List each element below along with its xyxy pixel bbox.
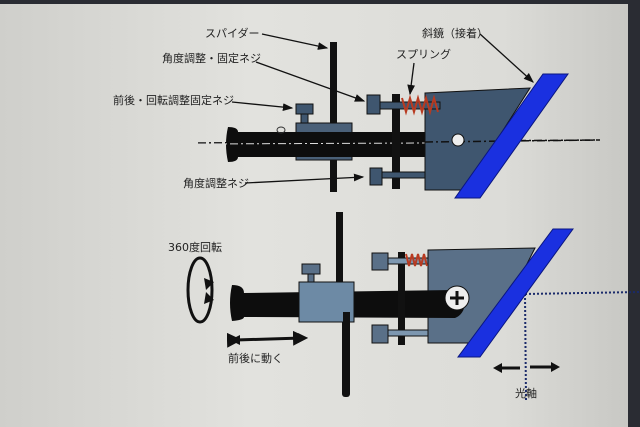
angle-fix-screw-head	[366, 94, 381, 115]
label-angle-fix-screw: 角度調整・固定ネジ	[162, 51, 261, 65]
spider-vane	[330, 42, 337, 192]
label-rotate-360: 360度回転	[168, 240, 222, 254]
label-move-front-back: 前後に動く	[228, 351, 283, 365]
spring-coil	[401, 94, 439, 116]
angle-screw-head	[369, 167, 383, 186]
pivot-circle	[451, 133, 465, 147]
screen-background	[0, 4, 628, 427]
optical-axis-v	[524, 293, 527, 401]
rotation-ellipse-icon	[186, 256, 214, 324]
spring-coil-2	[405, 253, 428, 267]
spider-vane-lower	[342, 312, 350, 397]
label-front-rot-screw: 前後・回転調整固定ネジ	[113, 93, 234, 107]
focuser-rod	[226, 127, 425, 162]
label-spring: スプリング	[396, 47, 451, 61]
adjust-plate	[392, 94, 400, 189]
label-optical-axis: 光軸	[515, 386, 537, 400]
bottom-rotated-view: 360度回転 前後に動く 光軸	[168, 212, 640, 401]
diagonal-mirror	[454, 73, 569, 199]
front-rot-screw-head-2	[301, 263, 321, 275]
front-back-arrow-icon	[226, 330, 308, 348]
top-side-view: スパイダー 角度調整・固定ネジ 前後・回転調整固定ネジ 角度調整ネジ スプリング…	[113, 26, 601, 199]
label-angle-screw: 角度調整ネジ	[183, 176, 249, 190]
adjust-plate-2	[398, 252, 405, 345]
optical-axis-h	[524, 291, 640, 295]
diagonal-mirror-2	[457, 228, 574, 358]
rotation-arrows-icon	[204, 278, 214, 304]
spider-vane-upper	[336, 212, 343, 287]
label-spider: スパイダー	[205, 26, 260, 40]
front-rot-screw-head	[295, 103, 314, 115]
small-ring	[276, 126, 286, 134]
label-diagonal-mirror: 斜鏡（接着）	[422, 26, 488, 40]
